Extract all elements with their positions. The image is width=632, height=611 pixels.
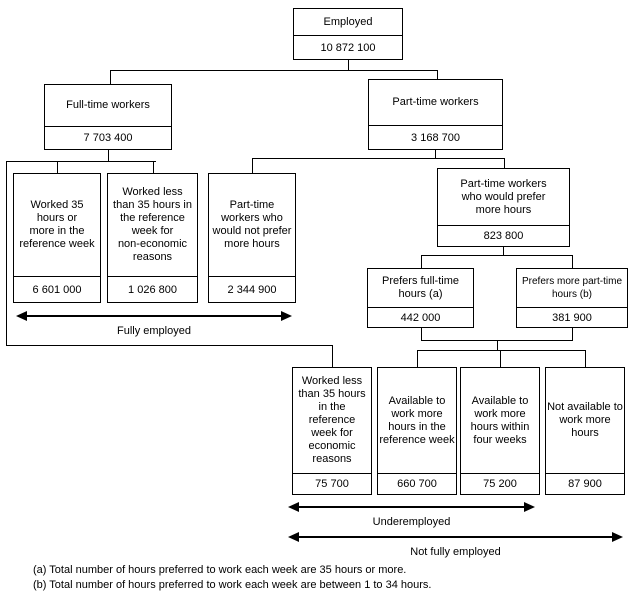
connector-line [572,328,573,340]
node-fulltime-workers-value: 7 703 400 [45,126,171,149]
arrow-line [296,536,615,538]
connector-line [252,158,505,159]
node-parttime-prefer-more: Part-time workers who would prefer more … [437,168,570,247]
arrowhead-left-icon [288,502,299,512]
connector-line [417,350,586,351]
underemployed-caption: Underemployed [372,516,451,528]
node-worked-35-or-more-value: 6 601 000 [14,276,100,302]
connector-line [108,150,109,162]
node-fulltime-workers: Full-time workers 7 703 400 [44,84,172,150]
connector-line [585,350,586,367]
footnote-b: (b) Total number of hours preferred to w… [33,579,432,591]
node-prefers-fulltime-hours-value: 442 000 [368,307,473,327]
connector-line [6,161,7,346]
connector-line [572,255,573,268]
not-fully-employed-span: Not fully employed [288,531,623,558]
connector-line [435,150,436,159]
node-worked-35-or-more-label: Worked 35 hours or more in the reference… [19,199,95,250]
fully-employed-span: Fully employed [16,310,292,337]
node-worked-less-noneconomic: Worked less than 35 hours in the referen… [107,173,198,303]
node-not-available-more-hours-label: Not available to work more hours [547,401,623,439]
connector-line [417,350,418,367]
node-parttime-workers-value: 3 168 700 [369,125,502,149]
connector-line [500,350,501,367]
connector-line [503,247,504,256]
node-parttime-not-prefer-more-value: 2 344 900 [209,276,295,302]
double-arrow [288,501,535,514]
fully-employed-caption: Fully employed [117,325,191,337]
node-not-available-more-hours-value: 87 900 [546,473,624,494]
node-fulltime-workers-label: Full-time workers [66,99,150,111]
node-prefers-more-parttime-hours-label: Prefers more part-time hours (b) [521,276,623,300]
node-worked-35-or-more: Worked 35 hours or more in the reference… [13,173,101,303]
node-prefers-more-parttime-hours-value: 381 900 [517,307,627,327]
footnote-a: (a) Total number of hours preferred to w… [33,564,407,576]
node-available-reference-week-value: 660 700 [378,473,456,494]
node-worked-less-economic: Worked less than 35 hours in the referen… [292,367,372,495]
node-prefers-fulltime-hours-label: Prefers full-time hours (a) [381,275,460,300]
node-available-reference-week-label: Available to work more hours in the refe… [379,394,455,446]
connector-line [504,158,505,168]
connector-line [348,60,349,70]
connector-line [421,328,422,340]
node-worked-less-noneconomic-label: Worked less than 35 hours in the referen… [113,186,192,263]
node-parttime-not-prefer-more-label: Part-time workers who would not prefer m… [212,199,292,250]
node-parttime-not-prefer-more: Part-time workers who would not prefer m… [208,173,296,303]
node-available-four-weeks-label: Available to work more hours within four… [470,394,530,446]
node-parttime-prefer-more-label: Part-time workers who would prefer more … [460,177,547,216]
node-prefers-more-parttime-hours: Prefers more part-time hours (b) 381 900 [516,268,628,328]
connector-line [6,345,333,346]
double-arrow [16,310,292,323]
connector-line [421,255,422,268]
node-available-four-weeks: Available to work more hours within four… [460,367,540,495]
double-arrow [288,531,623,544]
node-employed-value: 10 872 100 [294,35,402,59]
arrowhead-left-icon [288,532,299,542]
connector-line [421,255,573,256]
arrowhead-right-icon [281,311,292,321]
arrowhead-right-icon [612,532,623,542]
connector-line [252,158,253,173]
node-worked-less-economic-label: Worked less than 35 hours in the referen… [298,375,366,465]
not-fully-employed-caption: Not fully employed [410,546,501,558]
connector-line [57,161,58,173]
arrow-line [296,506,527,508]
node-not-available-more-hours: Not available to work more hours 87 900 [545,367,625,495]
node-worked-less-economic-value: 75 700 [293,473,371,494]
node-available-four-weeks-value: 75 200 [461,473,539,494]
connector-line [437,70,438,79]
connector-line [110,70,438,71]
connector-line [332,345,333,367]
node-parttime-prefer-more-value: 823 800 [438,225,569,246]
connector-line [497,340,498,350]
node-parttime-workers-label: Part-time workers [392,96,479,108]
node-available-reference-week: Available to work more hours in the refe… [377,367,457,495]
arrowhead-left-icon [16,311,27,321]
node-employed: Employed 10 872 100 [293,8,403,60]
underemployed-span: Underemployed [288,501,535,528]
node-worked-less-noneconomic-value: 1 026 800 [108,276,197,302]
arrowhead-right-icon [524,502,535,512]
arrow-line [24,315,284,317]
connector-line [6,161,156,162]
node-parttime-workers: Part-time workers 3 168 700 [368,79,503,150]
node-prefers-fulltime-hours: Prefers full-time hours (a) 442 000 [367,268,474,328]
connector-line [153,161,154,173]
connector-line [110,70,111,84]
node-employed-label: Employed [323,15,373,28]
